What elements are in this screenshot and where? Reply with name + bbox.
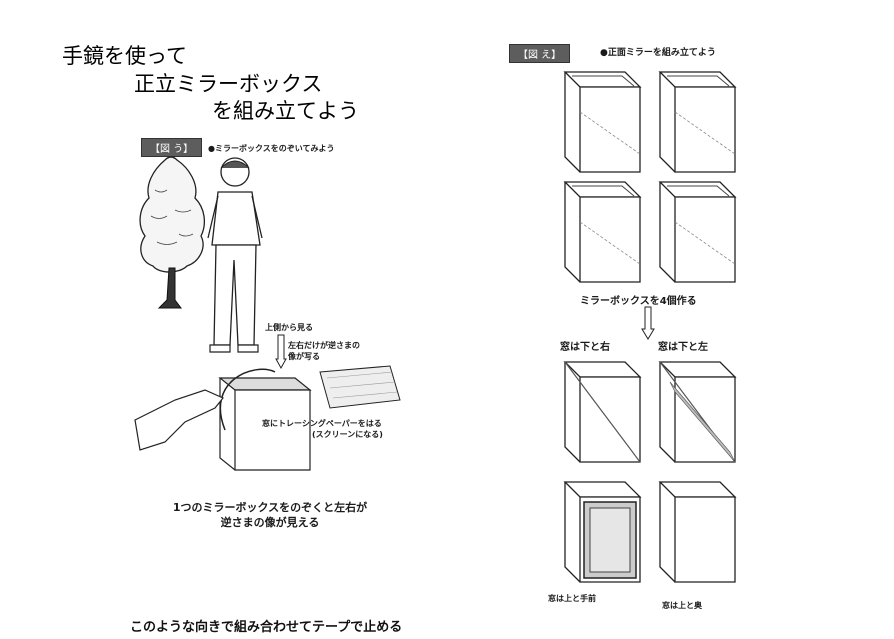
four-mirror-boxes-illustration — [563, 71, 736, 283]
down-arrow-icon — [275, 334, 287, 370]
reversed-note-line-1: 左右だけが逆さまの — [288, 341, 360, 350]
label-window-bottom-right: 窓は下と右 — [560, 342, 610, 353]
reversed-note-line-2: 像が写る — [288, 352, 320, 361]
label-window-bottom-left: 窓は下と左 — [658, 342, 708, 353]
mirror-box-viewing-illustration — [134, 365, 401, 471]
left-caption-line-2: 逆さまの像が見える — [220, 516, 320, 529]
figure-e-heading: ●正面ミラーを組み立てよう — [600, 48, 716, 58]
label-window-top-back: 窓は上と奥 — [662, 601, 702, 610]
title-line-2: 正立ミラーボックス — [134, 72, 323, 96]
title-line-3: を組み立てよう — [212, 99, 359, 123]
view-from-top-label: 上側から見る — [265, 323, 313, 332]
down-arrow-icon — [641, 306, 655, 340]
tree-illustration — [139, 156, 206, 309]
tracing-paper-line-2: (スクリーンになる) — [312, 430, 383, 439]
title-line-1: 手鏡を使って — [62, 44, 187, 68]
label-window-top-front: 窓は上と手前 — [548, 594, 596, 603]
tracing-paper-line-1: 窓にトレーシングペーパーをはる — [262, 419, 382, 428]
person-illustration — [207, 157, 263, 353]
left-caption-line-1: 1つのミラーボックスをのぞくと左右が — [172, 501, 368, 514]
assembled-boxes-illustration — [563, 361, 736, 583]
figure-e-tag: 【図 え】 — [509, 44, 571, 63]
footer-caption: このような向きで組み合わせてテープで止める — [130, 620, 403, 635]
figure-u-heading: ●ミラーボックスをのぞいてみよう — [208, 144, 335, 153]
make-four-label: ミラーボックスを4個作る — [580, 296, 697, 307]
